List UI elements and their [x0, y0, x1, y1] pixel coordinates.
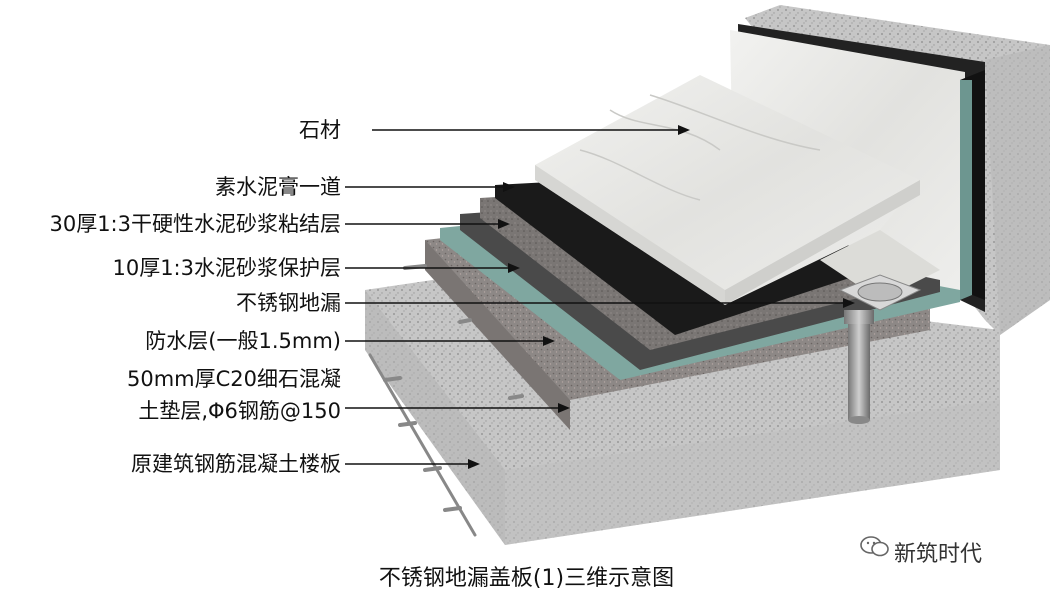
label-cushion-line2: 土垫层,Φ6钢筋@150	[138, 399, 341, 423]
label-slab: 原建筑钢筋混凝土楼板	[131, 452, 341, 476]
label-bond-layer: 30厚1:3干硬性水泥砂浆粘结层	[49, 212, 341, 236]
label-protect-layer: 10厚1:3水泥砂浆保护层	[112, 256, 341, 280]
figure-caption: 不锈钢地漏盖板(1)三维示意图	[378, 566, 675, 591]
leader-lines	[345, 129, 845, 465]
label-cement-paste: 素水泥膏一道	[215, 175, 341, 199]
stone-layer	[535, 75, 940, 305]
label-drain: 不锈钢地漏	[236, 291, 341, 315]
wechat-icon	[860, 536, 890, 564]
watermark: 新筑时代	[860, 536, 982, 568]
rebar	[368, 264, 524, 537]
floor-drain	[838, 274, 922, 424]
leader-arrowheads	[468, 125, 855, 469]
label-waterproof: 防水层(一般1.5mm)	[145, 329, 341, 353]
watermark-text: 新筑时代	[894, 542, 983, 567]
label-stone: 石材	[299, 118, 341, 142]
label-cushion-line1: 50mm厚C20细石混凝	[126, 367, 341, 391]
